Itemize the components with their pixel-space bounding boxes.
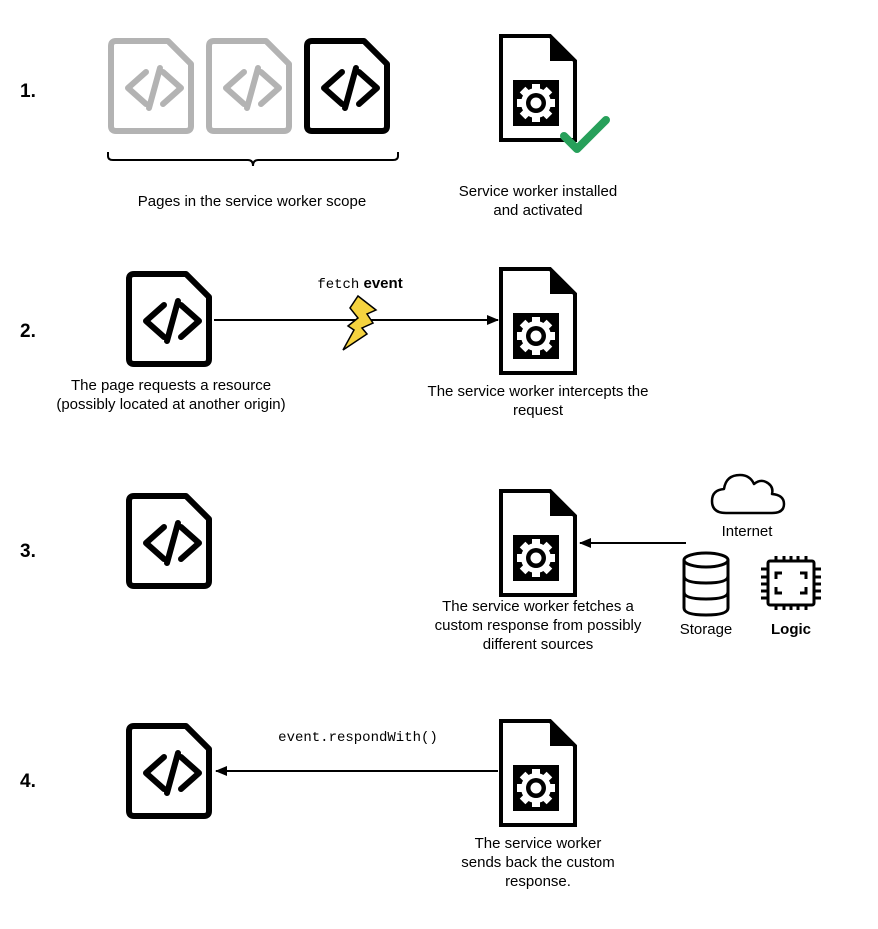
sw-respond-label-line3: response.	[505, 873, 571, 890]
step-number-2: 2.	[20, 321, 36, 342]
sw-fetch-label-line3: different sources	[482, 636, 594, 653]
sw-installed-label-line1: Service worker installed	[458, 183, 618, 200]
fetch-event-label: fetch event	[290, 274, 430, 295]
pages-scope-label: Pages in the service worker scope	[137, 193, 367, 210]
sw-respond-label-line2: sends back the custom	[461, 854, 615, 871]
page-request-label: The page requests a resource (possibly l…	[56, 376, 286, 414]
database-icon	[682, 551, 730, 617]
logic-label-text: Logic	[771, 621, 811, 638]
respond-arrow	[215, 766, 498, 776]
sw-respond-label: The service worker sends back the custom…	[440, 834, 636, 891]
service-worker-file-icon	[498, 718, 578, 828]
sw-intercept-label-line1: The service worker intercepts the	[427, 383, 649, 400]
sw-respond-label-line1: The service worker	[474, 835, 602, 852]
step-number-3: 3.	[20, 541, 36, 562]
cpu-chip-icon	[761, 556, 821, 610]
sw-fetch-label-line1: The service worker fetches a	[442, 598, 634, 615]
cloud-icon	[710, 473, 786, 515]
fetch-sources-arrow	[579, 538, 686, 548]
sw-fetch-label-line2: custom response from possibly	[434, 617, 642, 634]
page-request-label-line2: (possibly located at another origin)	[56, 396, 286, 413]
fetch-event-word: event	[363, 275, 403, 292]
sw-installed-label: Service worker installed and activated	[430, 182, 646, 220]
sw-installed-label-line2: and activated	[493, 202, 583, 219]
step-number-4: 4.	[20, 771, 36, 792]
html-document-icon	[304, 38, 390, 134]
fetch-code: fetch	[317, 277, 360, 293]
scope-brace	[107, 152, 399, 167]
internet-label: Internet	[721, 523, 773, 540]
checkmark-icon	[560, 116, 610, 153]
step-number-1: 1.	[20, 81, 36, 102]
html-document-icon	[126, 271, 212, 367]
sw-intercept-label-line2: request	[512, 402, 564, 419]
html-document-icon	[126, 493, 212, 589]
html-document-icon	[206, 38, 292, 134]
sw-intercept-label: The service worker intercepts the reques…	[414, 382, 662, 420]
service-worker-file-icon	[498, 266, 578, 376]
sw-fetch-label: The service worker fetches a custom resp…	[414, 597, 662, 654]
storage-label: Storage	[679, 621, 733, 638]
service-worker-file-icon	[498, 488, 578, 598]
html-document-icon	[108, 38, 194, 134]
respond-with-code: event.respondWith()	[278, 730, 438, 746]
lightning-bolt-icon	[342, 294, 378, 351]
respond-with-label: event.respondWith()	[250, 727, 466, 748]
logic-label: Logic	[758, 620, 824, 639]
html-document-icon	[126, 723, 212, 819]
page-request-label-line1: The page requests a resource	[70, 377, 272, 394]
